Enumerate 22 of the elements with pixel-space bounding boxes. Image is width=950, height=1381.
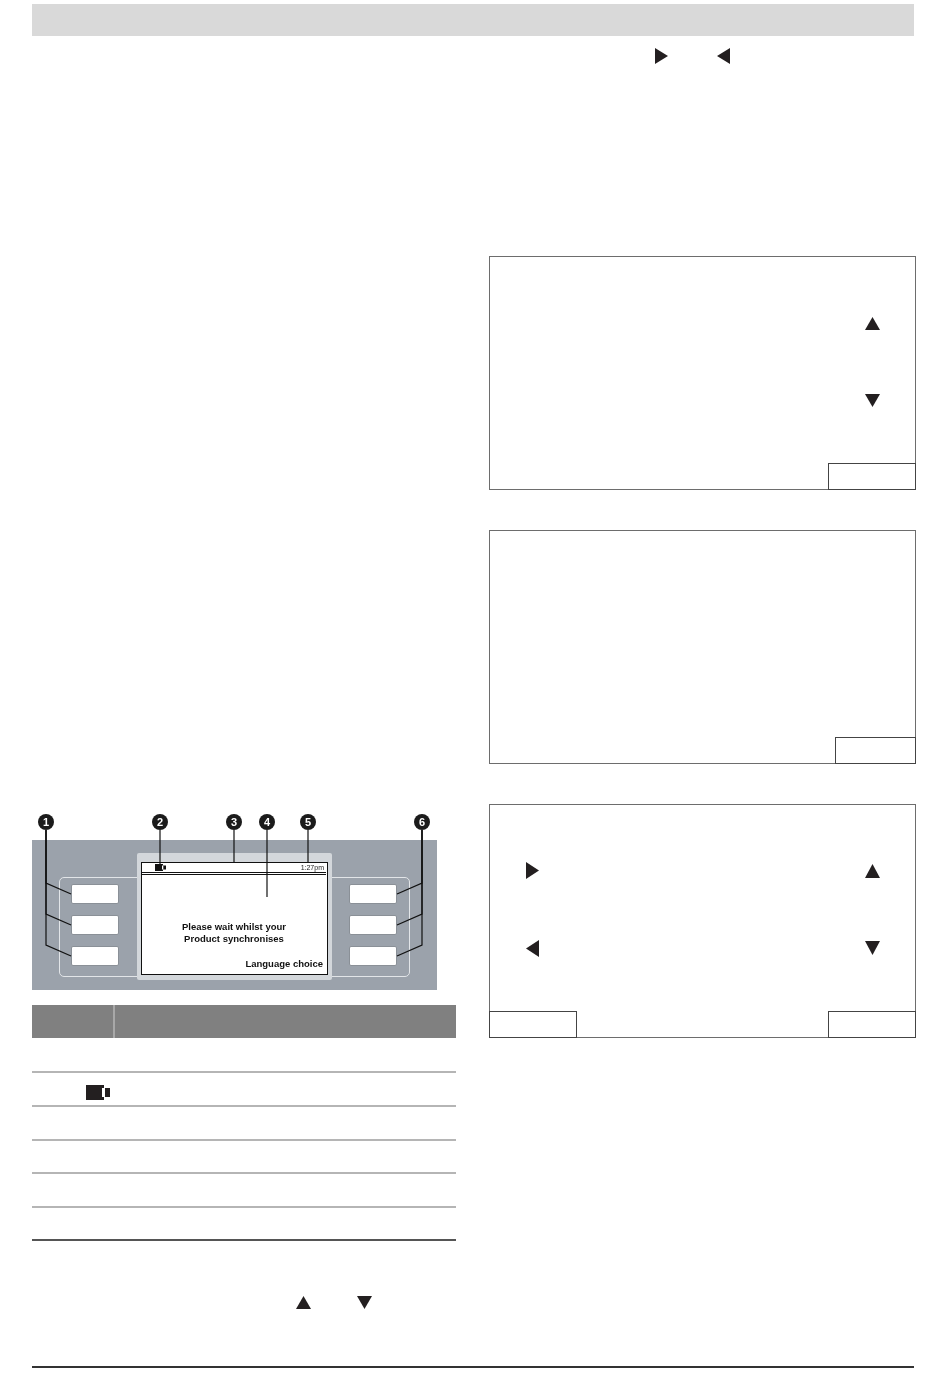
leader-line xyxy=(307,829,309,864)
leader-line xyxy=(159,829,161,865)
callout-number: 4 xyxy=(259,814,275,830)
callout-number: 2 xyxy=(152,814,168,830)
soft-key xyxy=(71,946,119,966)
callout-number: 6 xyxy=(414,814,430,830)
battery-icon xyxy=(155,864,166,871)
leader-line xyxy=(45,829,72,957)
soft-key xyxy=(71,915,119,935)
leader-line xyxy=(233,829,235,864)
leader-line xyxy=(396,829,423,957)
callout-number: 3 xyxy=(226,814,242,830)
status-message: Please wait whilst your Product synchronises xyxy=(181,921,287,945)
callout-number: 5 xyxy=(300,814,316,830)
leader-line xyxy=(266,829,268,898)
soft-key xyxy=(349,915,397,935)
soft-key xyxy=(349,946,397,966)
status-bar xyxy=(142,863,326,875)
soft-key xyxy=(349,884,397,904)
menu-label: Language choice xyxy=(244,958,323,970)
soft-key xyxy=(71,884,119,904)
callout-number: 1 xyxy=(38,814,54,830)
